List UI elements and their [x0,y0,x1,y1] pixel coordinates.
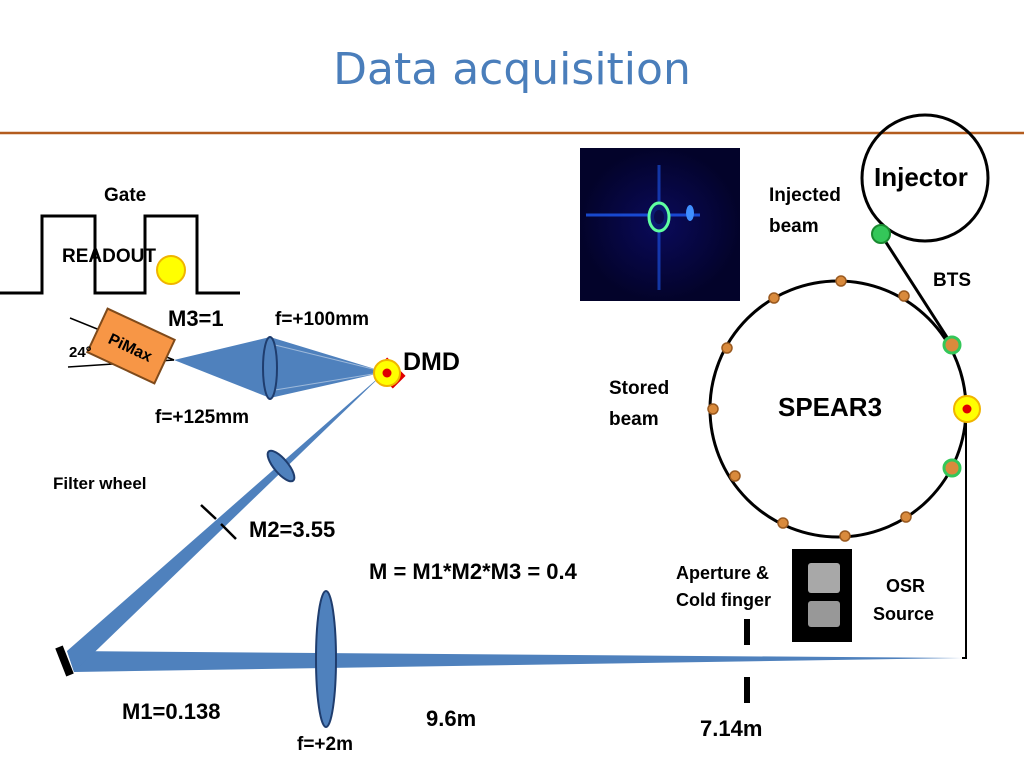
m3-label: M3=1 [168,306,224,331]
lens-100mm-label: f=+100mm [275,309,369,330]
stored-beam-label-line2: beam [609,409,659,430]
stored-beam-label-line1: Stored [609,378,669,399]
m1-label: M1=0.138 [122,699,220,724]
osr-line [962,409,967,659]
beam-camera-image [580,148,740,301]
lens-2m [315,590,337,728]
aperture-mark-bottom [744,677,750,703]
aperture-label-line2: Cold finger [676,590,771,610]
beam-main [67,651,962,672]
gate-waveform [0,214,240,295]
aperture-mark-top [744,619,750,645]
injected-beam-label-line2: beam [769,216,819,237]
injector-ring [860,113,990,243]
lens-125mm [266,449,296,483]
angle-label: 24° [69,344,92,361]
injected-beam-label-line1: Injected [769,185,841,206]
bts-line [878,232,954,346]
source-center-dot [962,404,972,414]
bts-label: BTS [933,270,971,291]
lens-125mm-label: f=+125mm [155,407,249,428]
aperture-label-line1: Aperture & [676,563,769,583]
filter-wheel-label: Filter wheel [53,474,147,493]
readout-label: READOUT [62,246,156,267]
filter-wheel-mark-bottom [220,523,237,540]
readout-spot-icon [156,255,186,285]
m1-mirror [55,645,74,677]
ring-magnets [707,275,912,542]
lens-2m-label: f=+2m [297,734,353,755]
kicker-upper-icon [942,335,962,355]
kicker-lower-icon [942,458,962,478]
pimax-camera: PiMax [67,307,177,385]
beam-ray-2 [274,371,386,391]
slide-title: Data acquisition [333,44,691,95]
spear3-label: SPEAR3 [778,392,882,422]
injector-label: Injector [874,162,968,192]
lens-100mm [262,336,278,400]
distance-9-6m-label: 9.6m [426,706,476,731]
distance-7-14m-label: 7.14m [700,716,762,741]
beam-ray-1 [274,344,386,373]
beam-camera [174,337,385,398]
osr-label-line1: OSR [886,576,925,596]
osr-label-line2: Source [873,604,934,624]
beam-diagonal [67,372,385,672]
m2-label: M2=3.55 [249,517,335,542]
magnification-label: M = M1*M2*M3 = 0.4 [369,559,578,584]
gate-label: Gate [104,185,146,206]
dmd-center-dot [382,368,392,378]
osr-source-image [792,549,852,642]
filter-wheel-mark-top [200,504,217,520]
injection-point-icon [871,224,891,244]
dmd-label: DMD [403,348,460,376]
